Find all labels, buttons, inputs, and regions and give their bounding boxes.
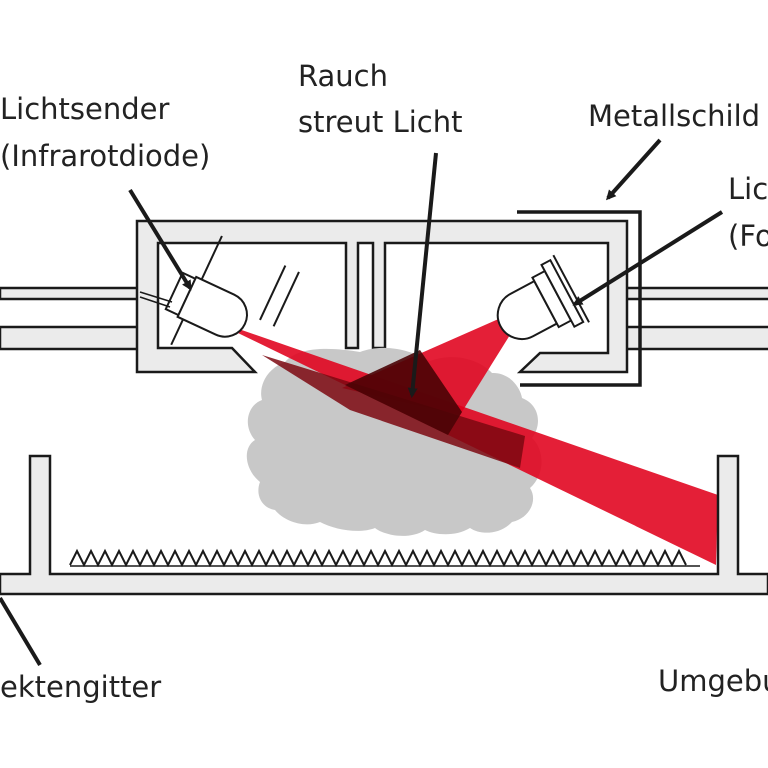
emitter-leads (139, 291, 173, 308)
receiver-arrow (572, 210, 724, 306)
pointer-arrows (0, 138, 724, 667)
receiver-label-line1: Lic (728, 172, 768, 206)
grid-label: ektengitter (0, 670, 161, 704)
scatter-volume (345, 350, 462, 435)
sensor-housing (135, 219, 629, 374)
left-rail (0, 286, 142, 351)
infrared-emitter (164, 235, 300, 346)
right-rail (624, 286, 768, 351)
grid-arrow (0, 596, 42, 667)
receiver-label-line2: (Fo (728, 219, 768, 253)
sender-label-line1: Lichtsender (0, 92, 169, 126)
shield-label: Metallschild (588, 99, 760, 133)
grid-zigzag (69, 548, 687, 568)
metal-shield (517, 210, 642, 387)
smoke-label-line1: Rauch (298, 59, 388, 93)
insect-grid (0, 454, 768, 596)
environment-label: Umgebu (658, 664, 768, 698)
light-beams (207, 306, 718, 565)
sender-label-line2: (Infrarotdiode) (0, 139, 210, 173)
smoke-arrow (407, 152, 438, 398)
shield-arrow (605, 138, 662, 201)
photodiode-receiver (496, 254, 590, 341)
sender-arrow (128, 188, 192, 291)
beam-in-smoke (262, 355, 525, 468)
smoke-label-line2: streut Licht (298, 105, 462, 139)
